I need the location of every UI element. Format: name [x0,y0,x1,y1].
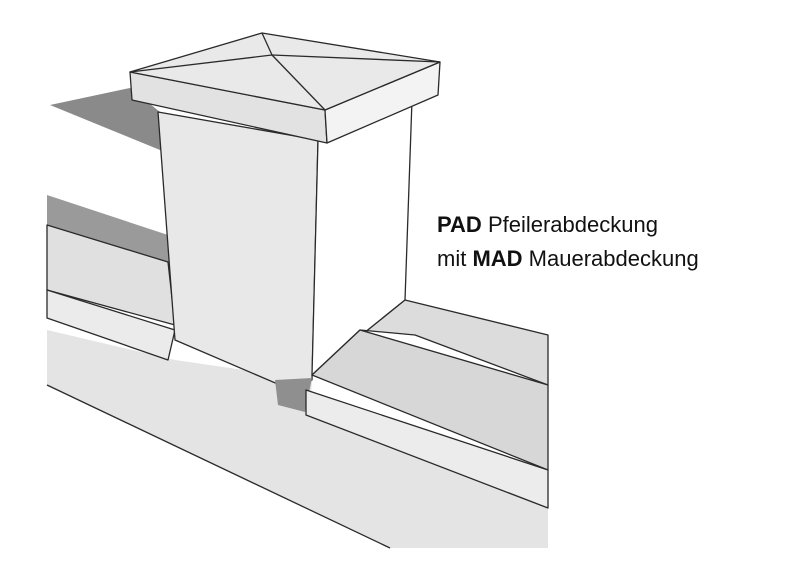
cap-ridge [261,32,273,56]
pillar-front [157,111,319,386]
mad-description: Mauerabdeckung [522,246,699,271]
mad-label: MAD [472,246,523,271]
pad-description: Pfeilerabdeckung [481,212,658,237]
caption-line-2: mit MAD Mauerabdeckung [437,242,699,276]
cap-ridge [271,54,326,111]
right-coping-front [305,389,549,509]
cap-ridge [129,54,273,73]
wall-bottom-edge [46,384,391,549]
wall-base [47,330,548,548]
right-coping-slope [311,329,549,471]
cap-ridge [271,54,441,63]
caption: PAD Pfeilerabdeckung mit MAD Mauerabdeck… [437,208,699,276]
pillar-shadow-base [275,378,312,412]
pad-label: PAD [437,212,482,237]
caption-line-1: PAD Pfeilerabdeckung [437,208,699,242]
left-coping [46,289,176,361]
caption-prefix: mit [437,246,473,271]
